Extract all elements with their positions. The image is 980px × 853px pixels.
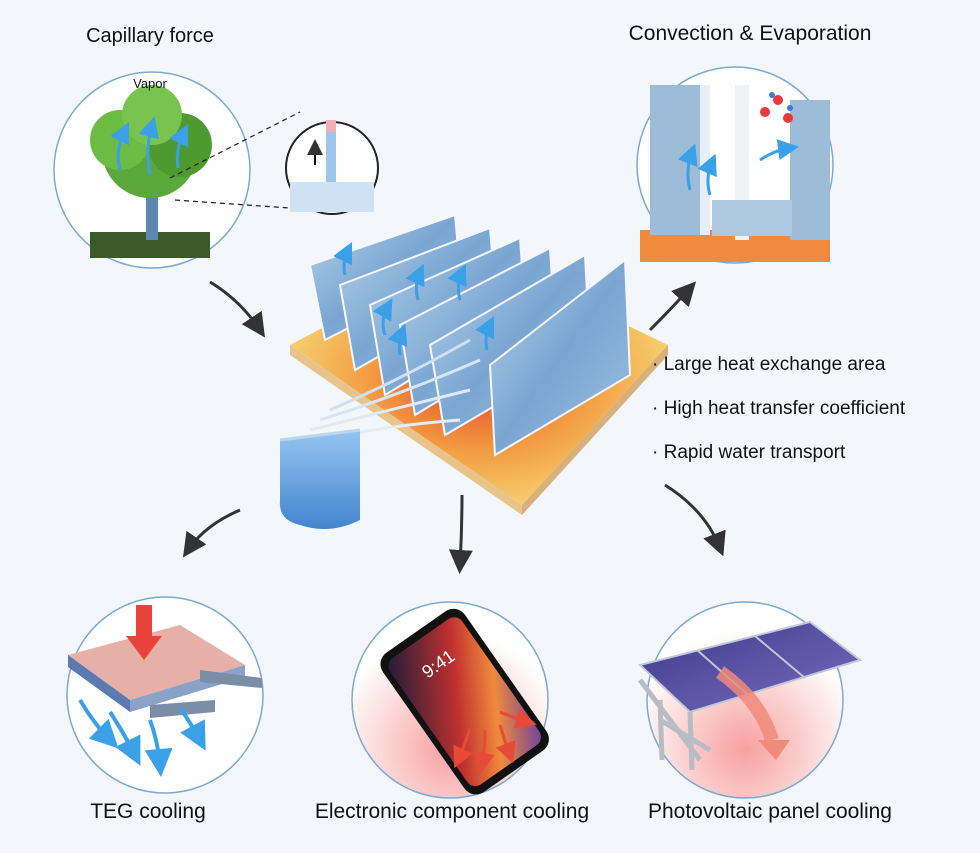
tree-vapor-arrows bbox=[110, 116, 189, 176]
capillary-tube-inset bbox=[169, 111, 379, 215]
fin-vapor-arrows bbox=[333, 241, 495, 356]
pv-mount bbox=[638, 678, 712, 771]
convection-circle bbox=[636, 66, 834, 264]
phone-heat-arrows bbox=[453, 708, 537, 774]
label-convection-evaporation: Convection & Evaporation bbox=[629, 22, 872, 45]
feature-list: · Large heat exchange area · High heat t… bbox=[652, 354, 906, 463]
feature-item: · Rapid water transport bbox=[652, 442, 846, 463]
label-capillary-force: Capillary force bbox=[86, 25, 214, 47]
label-electronic-cooling: Electronic component cooling bbox=[315, 800, 589, 823]
flow-arrows bbox=[182, 280, 726, 574]
teg-airflow-arrows bbox=[78, 698, 206, 777]
pv-circle bbox=[637, 601, 863, 799]
capillary-force-circle bbox=[53, 71, 251, 269]
convection-arrows bbox=[677, 139, 799, 196]
feature-item: · Large heat exchange area bbox=[652, 354, 886, 375]
water-reservoir bbox=[279, 338, 481, 529]
label-pv-cooling: Photovoltaic panel cooling bbox=[648, 800, 892, 823]
teg-circle bbox=[66, 596, 264, 794]
feature-item: · High heat transfer coefficient bbox=[652, 398, 906, 419]
label-vapor: Vapor bbox=[133, 76, 167, 91]
label-teg-cooling: TEG cooling bbox=[90, 800, 206, 823]
electronic-circle: 9:41 bbox=[351, 601, 549, 799]
heat-sink bbox=[290, 213, 668, 515]
